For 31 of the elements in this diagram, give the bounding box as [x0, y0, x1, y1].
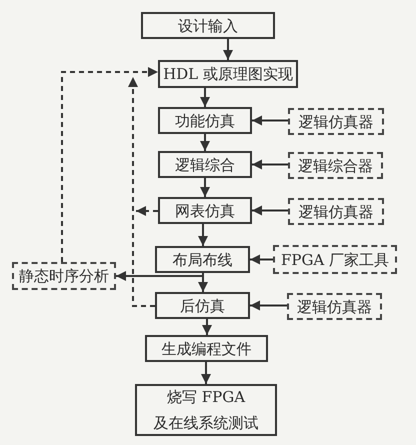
process-box: HDL 或原理图实现 [158, 60, 298, 88]
arrow [200, 178, 210, 197]
process-box: 逻辑综合 [158, 151, 252, 178]
arrow [200, 134, 210, 151]
arrow [198, 224, 208, 246]
tool-box: 逻辑仿真器 [288, 108, 384, 135]
process-box: 生成编程文件 [145, 335, 268, 362]
arrow [200, 88, 210, 107]
process-box: 设计输入 [141, 12, 275, 39]
arrow [250, 300, 287, 310]
process-box: 布局布线 [155, 246, 250, 273]
arrow [61, 67, 158, 262]
process-box: 烧写 FPGA 及在线系统测试 [135, 384, 277, 436]
arrow [202, 319, 212, 335]
process-box: 网表仿真 [158, 197, 252, 224]
arrow [116, 271, 204, 281]
arrow [223, 39, 233, 60]
tool-box: 逻辑综合器 [288, 152, 383, 179]
tool-box: 逻辑仿真器 [288, 198, 384, 225]
arrow [201, 362, 211, 384]
tool-box: FPGA 厂家工具 [273, 245, 397, 274]
arrow [252, 116, 288, 126]
arrow [252, 160, 288, 170]
tool-box: 静态时序分析 [12, 262, 116, 290]
arrow [136, 206, 158, 216]
tool-box: 逻辑仿真器 [287, 293, 382, 320]
process-box: 功能仿真 [158, 107, 252, 134]
process-box: 后仿真 [155, 292, 250, 319]
arrow [250, 254, 273, 264]
arrow [252, 206, 288, 216]
arrow [128, 77, 155, 307]
